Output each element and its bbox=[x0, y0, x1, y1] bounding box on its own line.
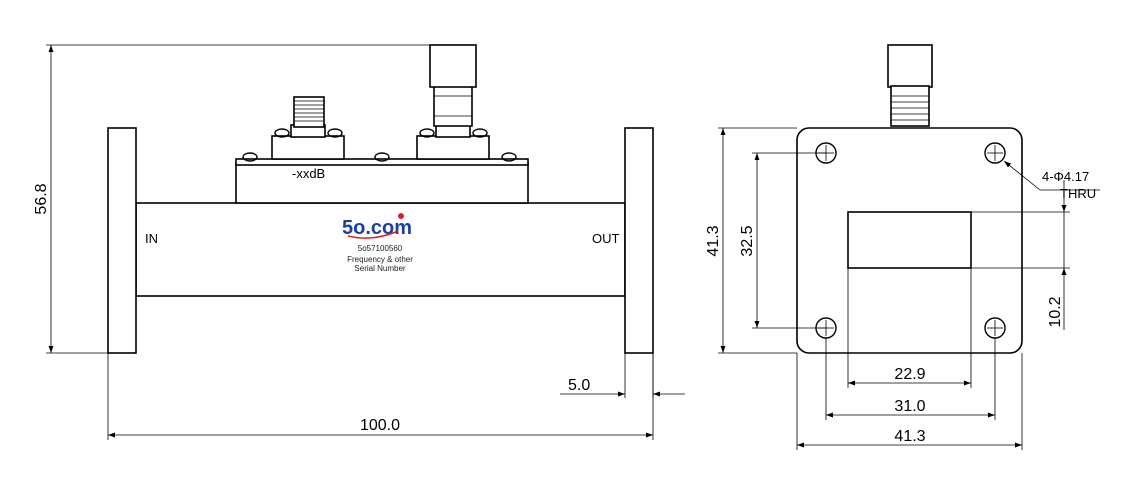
dim-side-width: 41.3 bbox=[796, 353, 1023, 450]
dim-side-height-text: 41.3 bbox=[705, 225, 722, 256]
dim-side-height: 41.3 bbox=[705, 127, 797, 354]
dim-hole-spacing-v-text: 32.5 bbox=[739, 225, 756, 256]
logo-dot-icon bbox=[398, 213, 404, 219]
hole-note-line2: THRU bbox=[1060, 186, 1096, 201]
front-view: -xxdB IN OUT 5o.com 5o57100560 Frequency… bbox=[33, 44, 685, 440]
side-connector bbox=[887, 44, 933, 127]
dim-slot-width-text: 22.9 bbox=[894, 366, 925, 383]
logo-swoosh-icon bbox=[347, 230, 399, 239]
part-number: 5o57100560 bbox=[358, 244, 403, 253]
coupler-housing bbox=[235, 162, 529, 204]
hole-note-line1: 4-Φ4.17 bbox=[1042, 169, 1089, 184]
hole-note: 4-Φ4.17 THRU bbox=[1003, 160, 1100, 201]
side-view: 4-Φ4.17 THRU 41.3 32.5 10.2 bbox=[705, 44, 1100, 450]
sma-connector-left bbox=[271, 96, 345, 160]
coupler-lid bbox=[235, 158, 529, 166]
brand-logo: 5o.com bbox=[342, 217, 412, 239]
dim-front-length: 100.0 bbox=[107, 353, 654, 440]
waveguide-slot bbox=[847, 211, 972, 269]
housing-screws bbox=[242, 152, 517, 162]
port-in-label: IN bbox=[145, 231, 158, 246]
waveguide-body bbox=[135, 202, 626, 297]
serial-number-text: Serial Number bbox=[354, 264, 405, 273]
right-flange bbox=[624, 127, 654, 354]
attenuation-label: -xxdB bbox=[292, 166, 325, 181]
dim-front-height-text: 56.8 bbox=[33, 183, 50, 214]
dim-flange-thickness: 5.0 bbox=[560, 353, 685, 398]
port-out-label: OUT bbox=[592, 231, 620, 246]
dim-slot-height: 10.2 bbox=[971, 180, 1070, 330]
dim-flange-thickness-text: 5.0 bbox=[568, 377, 590, 394]
dim-hole-spacing-h-text: 31.0 bbox=[894, 398, 925, 415]
dim-slot-height-text: 10.2 bbox=[1047, 296, 1064, 327]
left-flange bbox=[107, 127, 137, 354]
dim-hole-spacing-h: 31.0 bbox=[825, 338, 996, 420]
dim-hole-spacing-v: 32.5 bbox=[739, 152, 826, 329]
sma-connector-right bbox=[416, 44, 490, 160]
dim-slot-width: 22.9 bbox=[847, 268, 972, 388]
hole-icon bbox=[984, 142, 1006, 164]
hole-icon bbox=[984, 317, 1006, 339]
dim-front-height: 56.8 bbox=[33, 44, 430, 354]
dim-front-length-text: 100.0 bbox=[360, 417, 400, 434]
frequency-text: Frequency & other bbox=[347, 255, 413, 264]
dim-side-width-text: 41.3 bbox=[894, 428, 925, 445]
